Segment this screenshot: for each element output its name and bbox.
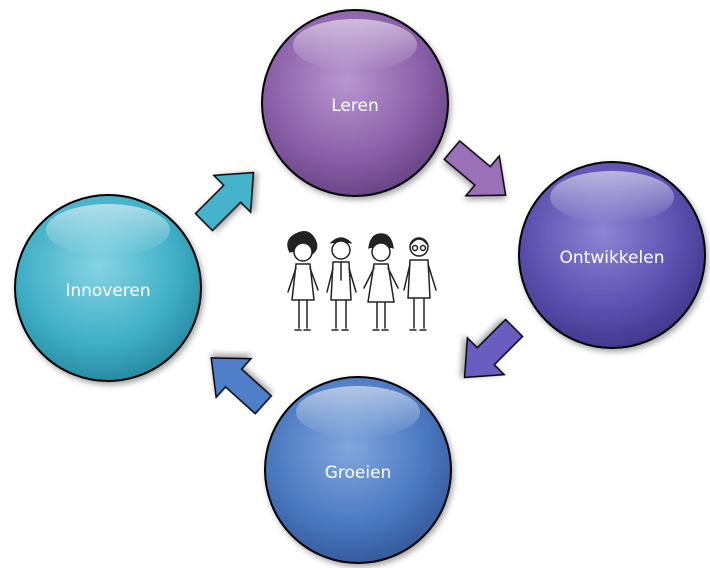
child-1-figure [287, 231, 319, 331]
arrow-leren-to-ontwikkelen-shape [443, 139, 507, 197]
node-groeien-gloss [296, 386, 420, 438]
node-innoveren-label: Innoveren [65, 281, 150, 301]
node-ontwikkelen-gloss [550, 171, 674, 223]
arrow-innoveren-to-leren-shape [194, 171, 255, 232]
node-leren: Leren [261, 9, 449, 197]
arrow-groeien-to-innoveren [210, 357, 273, 415]
node-groeien-label: Groeien [325, 463, 392, 483]
node-groeien: Groeien [264, 376, 452, 564]
node-ontwikkelen-label: Ontwikkelen [560, 248, 665, 268]
arrow-innoveren-to-leren [194, 171, 255, 232]
child-3-figure [363, 233, 399, 331]
arrow-groeien-to-innoveren-shape [210, 357, 273, 415]
node-innoveren-gloss [46, 204, 170, 256]
node-leren-label: Leren [331, 96, 378, 116]
node-leren-gloss [293, 19, 417, 71]
arrow-ontwikkelen-to-groeien-shape [463, 318, 524, 379]
arrow-ontwikkelen-to-groeien [463, 318, 524, 379]
arrow-leren-to-ontwikkelen [443, 139, 507, 197]
node-ontwikkelen: Ontwikkelen [518, 161, 706, 349]
children-illustration [287, 231, 437, 331]
child-4-figure [403, 237, 437, 331]
child-2-figure [326, 237, 357, 331]
node-innoveren: Innoveren [14, 194, 202, 382]
